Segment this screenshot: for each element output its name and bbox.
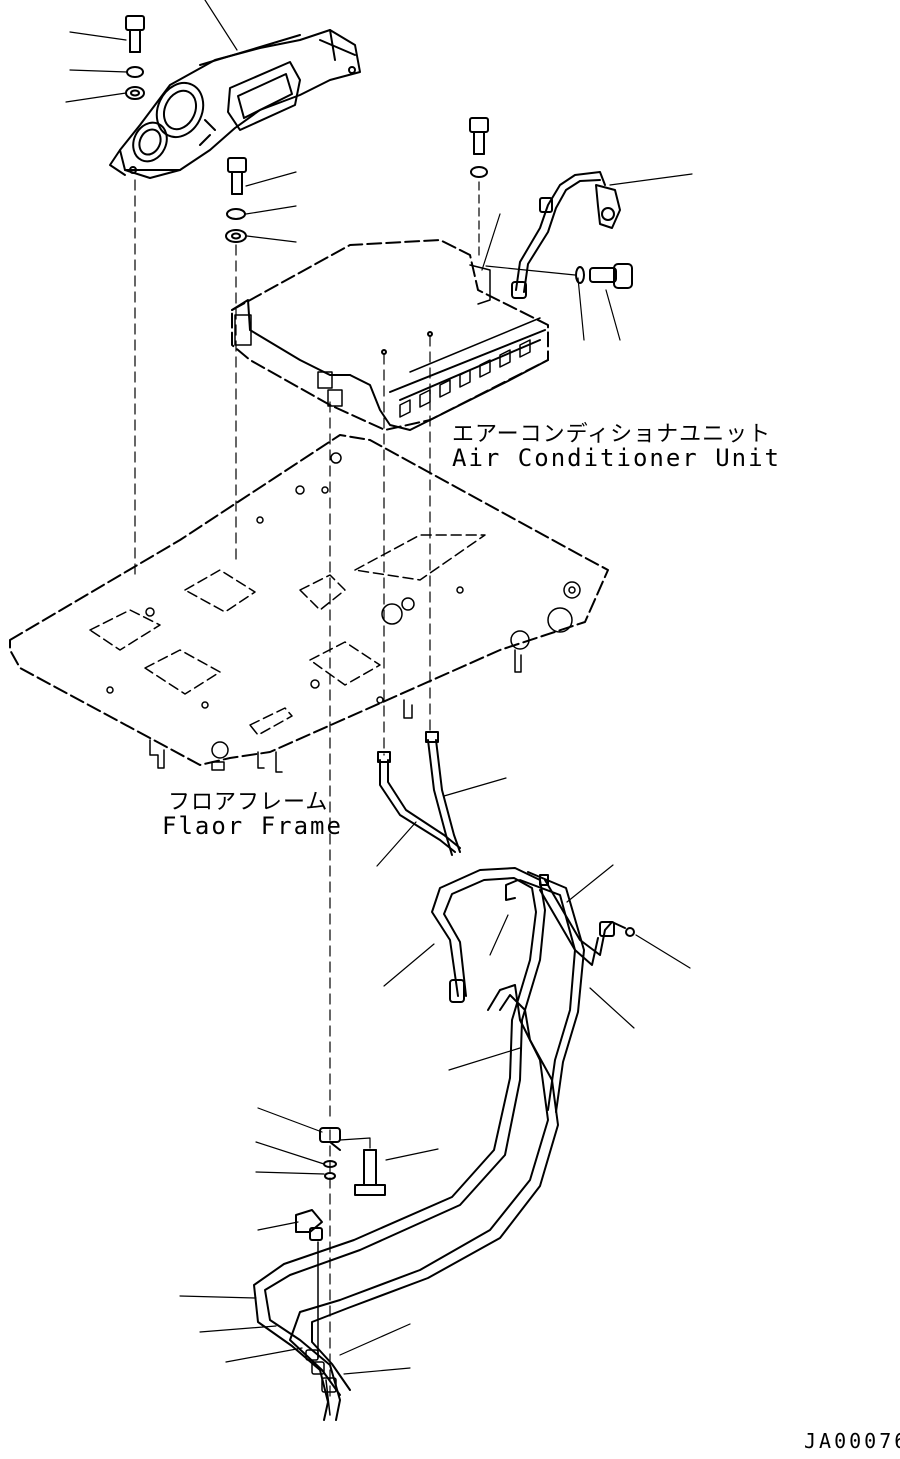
refrigerant-pipe <box>377 731 461 856</box>
leader-lines <box>376 777 507 867</box>
floor-frame-details <box>89 534 486 736</box>
washer-icon <box>231 232 241 240</box>
air-duct <box>109 29 361 179</box>
floor-frame-label-jp: フロアフレーム <box>168 790 328 815</box>
floor-frame-label-en: Flaor Frame <box>162 812 343 840</box>
air-conditioner-label-en: Air Conditioner Unit <box>452 444 781 472</box>
leader-lines <box>65 31 128 103</box>
washer-icon <box>130 89 140 97</box>
floor-frame-brackets <box>149 649 522 773</box>
floor-frame <box>9 434 609 766</box>
washer-icon <box>226 208 246 220</box>
washer-icon <box>324 1172 336 1180</box>
bolt-icon <box>354 1149 386 1196</box>
air-conditioner-unit <box>231 239 549 431</box>
hose-clamps <box>305 1241 337 1416</box>
leader-line <box>485 265 576 276</box>
bolt-icon <box>469 117 489 155</box>
bolt-icon <box>227 157 247 195</box>
washer-icon <box>125 86 145 100</box>
air-conditioner-label-jp: エアーコンディショナユニット <box>452 422 771 447</box>
leader-lines <box>481 173 693 341</box>
leader-lines <box>245 171 297 243</box>
heater-hoses <box>253 867 635 1421</box>
leader-line <box>339 1137 371 1149</box>
banjo-bolt-icon <box>589 263 633 289</box>
drawing-code: JA000769 <box>804 1429 900 1453</box>
clamp-icon <box>319 1127 341 1151</box>
washer-icon <box>126 66 144 78</box>
clip-icon <box>295 1209 323 1241</box>
drain-hose <box>511 171 621 299</box>
bolt-icon <box>125 15 145 53</box>
washer-icon <box>575 266 585 284</box>
leader-line <box>204 0 238 51</box>
leader-lines <box>179 1107 439 1375</box>
washer-icon <box>225 229 247 243</box>
floor-frame-holes <box>106 452 581 759</box>
washer-icon <box>470 166 488 178</box>
leader-lines <box>383 864 691 1071</box>
